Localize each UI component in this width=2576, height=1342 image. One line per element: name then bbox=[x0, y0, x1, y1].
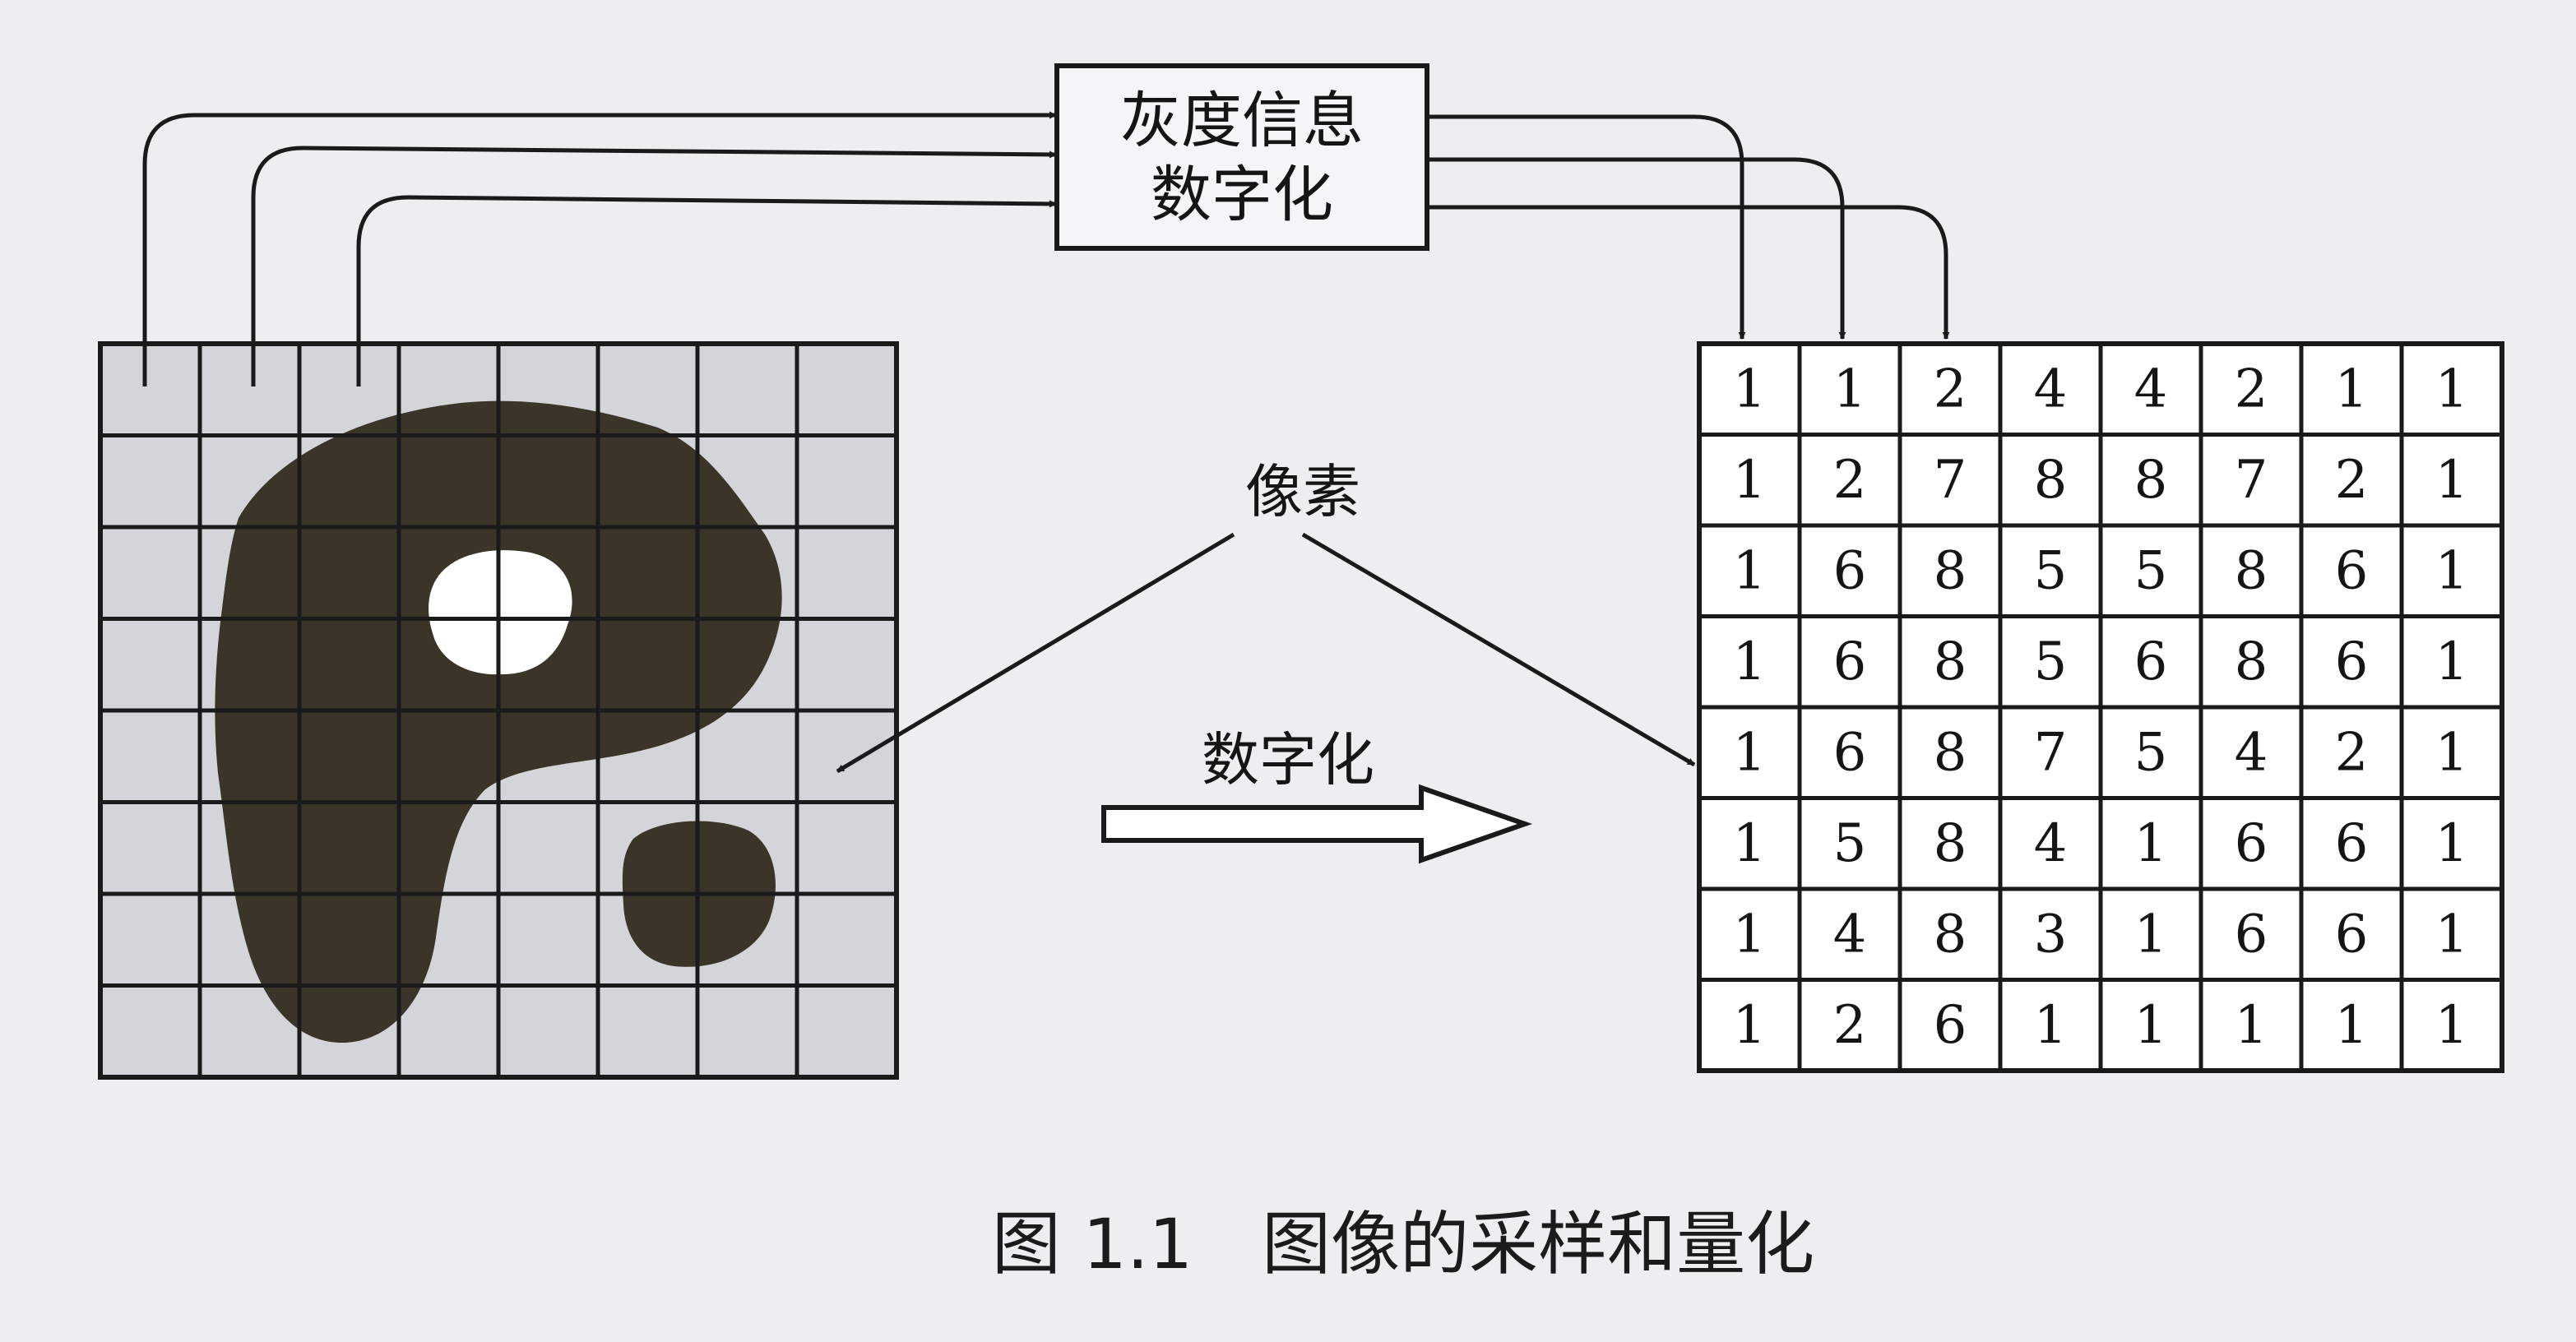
matrix-cell: 2 bbox=[2335, 450, 2369, 511]
output-wire-2 bbox=[1428, 157, 1846, 340]
matrix-cell: 5 bbox=[2034, 632, 2068, 692]
matrix-cell: 1 bbox=[2435, 359, 2469, 419]
matrix-cell: 8 bbox=[1934, 540, 1967, 601]
matrix-cell: 8 bbox=[2034, 450, 2068, 511]
matrix-cell: 1 bbox=[2335, 995, 2369, 1056]
pixel-pointer-left bbox=[836, 532, 1235, 774]
input-wire-2 bbox=[251, 146, 1057, 386]
matrix-cell: 4 bbox=[1833, 904, 1867, 965]
matrix-cell: 2 bbox=[1934, 359, 1967, 419]
matrix-cell: 7 bbox=[1934, 450, 1967, 511]
matrix-cell: 1 bbox=[2235, 995, 2268, 1056]
gray-digitization-box: 灰度信息 数字化 bbox=[1054, 63, 1429, 251]
matrix-cell: 6 bbox=[1833, 632, 1867, 692]
matrix-cell: 6 bbox=[2335, 813, 2369, 874]
digital-matrix-grid bbox=[1699, 344, 2502, 1071]
matrix-cell: 4 bbox=[2034, 359, 2068, 419]
matrix-cell: 1 bbox=[1733, 813, 1767, 874]
matrix-cell: 1 bbox=[2435, 904, 2469, 965]
matrix-cell: 2 bbox=[1833, 995, 1867, 1056]
matrix-cell: 1 bbox=[2034, 995, 2068, 1056]
matrix-cell: 1 bbox=[2435, 450, 2469, 511]
source-image-grid bbox=[100, 344, 897, 1077]
matrix-cell: 8 bbox=[1934, 904, 1967, 965]
matrix-cell: 2 bbox=[2235, 359, 2268, 419]
matrix-cell: 1 bbox=[2435, 540, 2469, 601]
digitize-label: 数字化 bbox=[1202, 726, 1374, 794]
matrix-cell: 5 bbox=[1833, 813, 1867, 874]
digital-matrix: 1 1 2 4 4 2 1 1 1 2 7 8 8 7 2 1 1 6 8 5 5 8 6 1 1 6 8 5 6 8 6 1 1 6 8 7 5 4 2 1… bbox=[1697, 341, 2504, 1073]
matrix-cell: 5 bbox=[2134, 722, 2168, 783]
matrix-cell: 8 bbox=[2235, 632, 2268, 692]
matrix-cell: 2 bbox=[2335, 722, 2369, 783]
matrix-cell: 1 bbox=[2435, 813, 2469, 874]
matrix-cell: 6 bbox=[2235, 904, 2268, 965]
output-wire-1 bbox=[1428, 114, 1746, 340]
input-wires bbox=[142, 111, 1057, 386]
matrix-cell: 1 bbox=[1733, 995, 1767, 1056]
matrix-cell: 3 bbox=[2034, 904, 2068, 965]
matrix-cell: 1 bbox=[2134, 995, 2168, 1056]
figure-caption: 图 1.1 图像的采样和量化 bbox=[992, 1204, 1814, 1284]
matrix-cell: 4 bbox=[2134, 359, 2168, 419]
matrix-cell: 1 bbox=[1733, 722, 1767, 783]
matrix-cell: 8 bbox=[1934, 722, 1967, 783]
matrix-cell: 1 bbox=[2435, 632, 2469, 692]
digitize-arrow bbox=[1101, 784, 1533, 864]
matrix-cell: 6 bbox=[1934, 995, 1967, 1056]
input-wire-3 bbox=[356, 195, 1057, 386]
matrix-cell: 8 bbox=[2235, 540, 2268, 601]
pixel-label: 像素 bbox=[1245, 458, 1360, 525]
matrix-cell: 1 bbox=[2134, 813, 2168, 874]
gray-digitization-box-frame bbox=[1054, 63, 1429, 251]
matrix-cell: 8 bbox=[1934, 813, 1967, 874]
box-label-line1: 灰度信息 bbox=[1120, 86, 1364, 156]
matrix-cell: 1 bbox=[2335, 359, 2369, 419]
matrix-cell: 6 bbox=[2235, 813, 2268, 874]
matrix-cell: 1 bbox=[2435, 722, 2469, 783]
matrix-cell: 6 bbox=[2335, 632, 2369, 692]
pixel-pointer-right bbox=[1301, 532, 1696, 767]
matrix-cell: 2 bbox=[1833, 450, 1867, 511]
matrix-cell: 1 bbox=[1733, 359, 1767, 419]
digital-matrix-values: 1 1 2 4 4 2 1 1 1 2 7 8 8 7 2 1 1 6 8 5 5 8 6 1 1 6 8 5 6 8 6 1 1 6 8 7 5 4 2 1… bbox=[1733, 359, 2469, 1056]
matrix-cell: 7 bbox=[2235, 450, 2268, 511]
matrix-cell: 6 bbox=[2335, 540, 2369, 601]
matrix-cell: 7 bbox=[2034, 722, 2068, 783]
matrix-cell: 1 bbox=[1733, 632, 1767, 692]
matrix-cell: 8 bbox=[1934, 632, 1967, 692]
matrix-cell: 1 bbox=[2134, 904, 2168, 965]
matrix-cell: 4 bbox=[2235, 722, 2268, 783]
output-wire-3 bbox=[1428, 205, 1950, 340]
input-wire-1 bbox=[142, 111, 1057, 386]
matrix-cell: 6 bbox=[2134, 632, 2168, 692]
source-image bbox=[98, 341, 899, 1080]
matrix-cell: 6 bbox=[1833, 540, 1867, 601]
matrix-cell: 1 bbox=[1833, 359, 1867, 419]
matrix-cell: 6 bbox=[2335, 904, 2369, 965]
matrix-cell: 5 bbox=[2034, 540, 2068, 601]
matrix-cell: 6 bbox=[1833, 722, 1867, 783]
matrix-cell: 5 bbox=[2134, 540, 2168, 601]
matrix-cell: 1 bbox=[1733, 904, 1767, 965]
matrix-cell: 1 bbox=[1733, 540, 1767, 601]
box-label-line2: 数字化 bbox=[1151, 160, 1333, 230]
matrix-cell: 1 bbox=[2435, 995, 2469, 1056]
matrix-cell: 1 bbox=[1733, 450, 1767, 511]
matrix-cell: 4 bbox=[2034, 813, 2068, 874]
output-wires bbox=[1428, 114, 1950, 340]
matrix-cell: 8 bbox=[2134, 450, 2168, 511]
